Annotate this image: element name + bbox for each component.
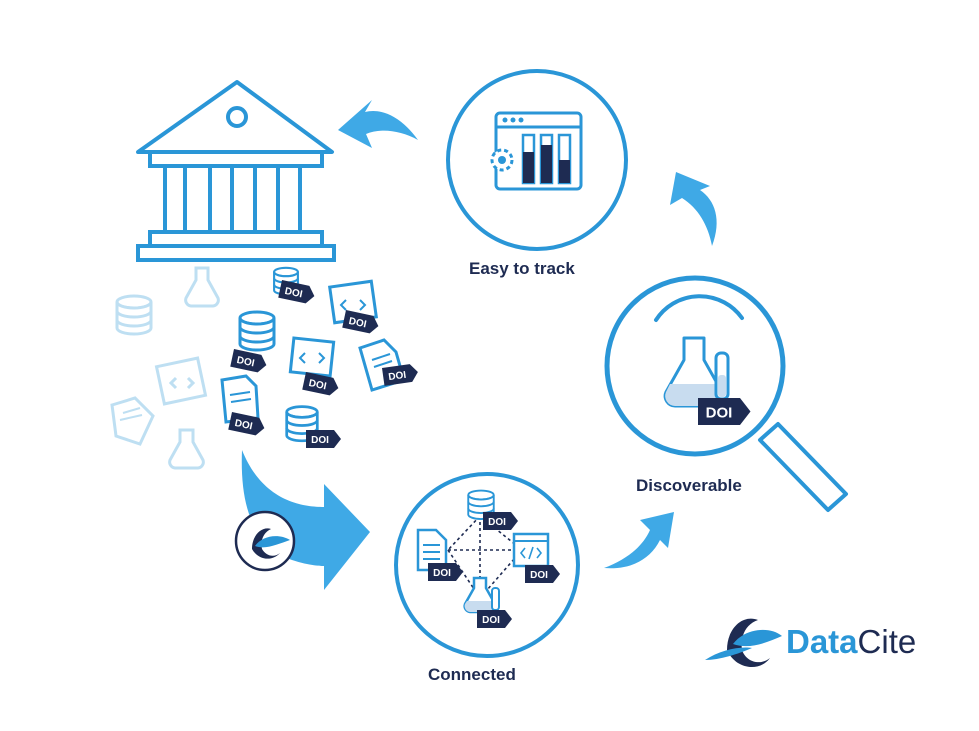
doi-tag <box>428 563 463 581</box>
doi-tag <box>228 412 267 437</box>
discoverable-label: Discoverable <box>636 476 742 495</box>
connected-label: Connected <box>428 665 516 684</box>
code-window-icon <box>288 336 336 378</box>
doi-tag <box>525 565 560 583</box>
arrow-to-connected <box>241 450 370 590</box>
doi-tag <box>477 610 512 628</box>
faded-flask-icon <box>168 428 205 470</box>
datacite-logo-icon <box>705 618 782 668</box>
doi-tag <box>306 430 341 448</box>
faded-flask-icon-2 <box>184 266 220 308</box>
institution-icon <box>136 80 336 262</box>
faded-document-icon <box>110 396 155 446</box>
wordmark-cite: Cite <box>857 623 917 660</box>
database-icon <box>238 310 276 352</box>
registered-items <box>220 266 420 448</box>
doi-tag <box>698 398 751 425</box>
doi-tag <box>302 372 341 397</box>
dashboard-icon <box>490 111 583 191</box>
code-window-icon <box>512 532 550 568</box>
wordmark-data: Data <box>786 623 858 660</box>
faded-code-window-icon <box>154 356 208 406</box>
datacite-wordmark: DataCite <box>786 622 916 662</box>
document-icon <box>416 528 448 572</box>
easy-to-track-label: Easy to track <box>469 259 575 278</box>
arrow-to-discoverable <box>604 512 674 569</box>
discoverable-node <box>604 275 848 512</box>
doi-tag <box>230 349 269 374</box>
unregistered-items <box>110 266 220 470</box>
doi-tag <box>278 280 317 305</box>
document-icon <box>220 374 260 424</box>
easy-to-track-node <box>446 69 628 251</box>
connected-node <box>394 472 580 658</box>
arrow-to-easy-to-track <box>670 172 717 246</box>
datacite-badge <box>234 510 296 572</box>
doi-tag <box>483 512 518 530</box>
arrow-to-institution <box>338 100 418 148</box>
faded-database-icon <box>115 294 153 336</box>
